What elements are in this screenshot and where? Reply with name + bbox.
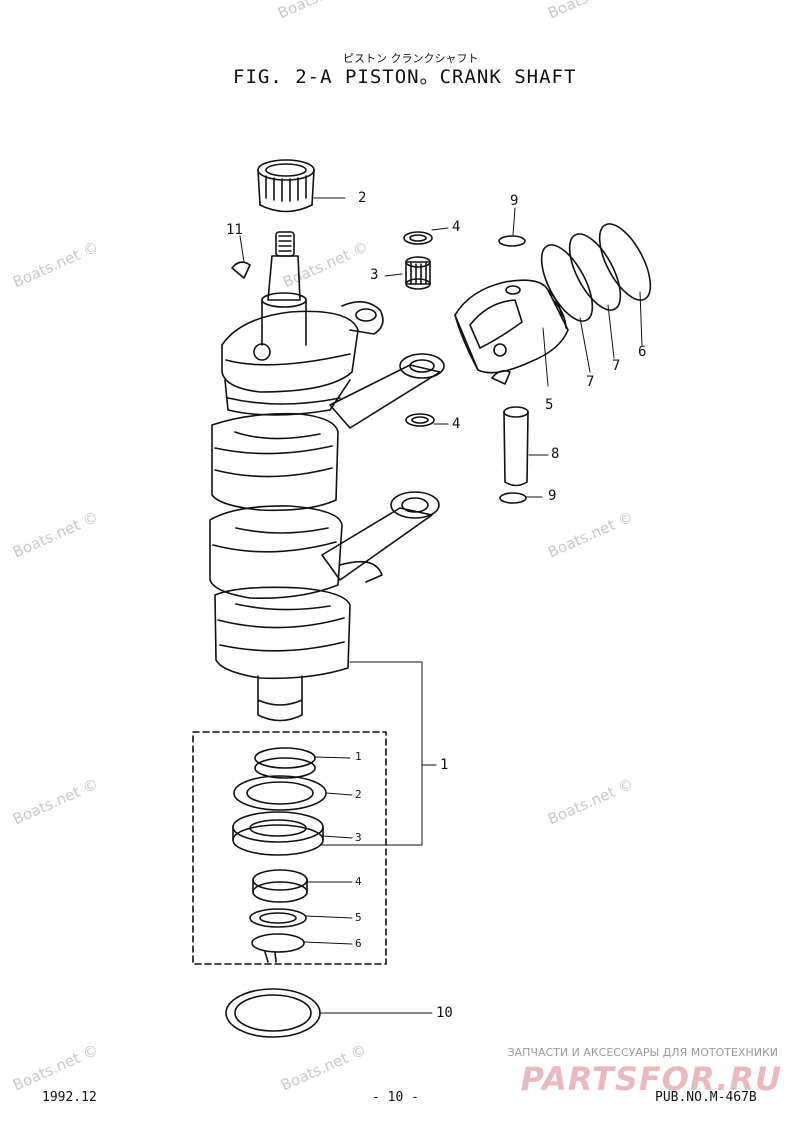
circlip xyxy=(500,493,526,503)
upper-connecting-rod xyxy=(330,302,444,428)
top-needle-bearing xyxy=(258,160,314,212)
oil-seal xyxy=(226,989,320,1037)
bearing-kit-parts xyxy=(233,748,326,962)
thrust-washer xyxy=(406,414,434,426)
bearing-kit-box xyxy=(193,732,386,964)
footer-page-number: - 10 - xyxy=(372,1090,419,1105)
callout-9: 9 xyxy=(510,193,519,209)
brand-tagline: ЗАПЧАСТИ И АКСЕССУАРЫ ДЛЯ МОТОТЕХНИКИ xyxy=(507,1046,778,1059)
callout-7: 7 xyxy=(586,374,595,390)
callout-2: 2 xyxy=(355,788,362,801)
callout-1-kit: 1 xyxy=(440,757,449,773)
callout-4: 4 xyxy=(452,219,461,235)
callout-10: 10 xyxy=(436,1005,453,1021)
callout-6: 6 xyxy=(638,344,647,360)
callout-1: 1 xyxy=(355,750,362,763)
piston-ring xyxy=(559,226,630,317)
small-end-needle-bearing xyxy=(406,257,430,289)
callout-5: 5 xyxy=(355,911,362,924)
callout-4: 4 xyxy=(355,875,362,888)
callout-7: 7 xyxy=(612,358,621,374)
callout-3: 3 xyxy=(370,267,379,283)
circlip xyxy=(499,236,525,246)
brand-logo: PARTSFOR.RU xyxy=(520,1060,782,1098)
thrust-washer xyxy=(404,232,432,244)
callout-4: 4 xyxy=(452,416,461,432)
callout-5: 5 xyxy=(545,397,554,413)
callout-11: 11 xyxy=(226,222,243,238)
crankshaft xyxy=(210,232,358,721)
japanese-title: ピストン クランクシャフト xyxy=(343,52,479,65)
footer-publication-number: PUB.NO.M-467B xyxy=(655,1090,757,1105)
callout-9: 9 xyxy=(548,488,557,504)
lower-connecting-rod xyxy=(322,492,439,582)
callout-3: 3 xyxy=(355,831,362,844)
piston xyxy=(455,280,568,384)
callout-6: 6 xyxy=(355,937,362,950)
piston-ring xyxy=(531,237,602,328)
figure-title: FIG. 2-A PISTON。CRANK SHAFT xyxy=(233,66,577,88)
callout-8: 8 xyxy=(551,446,560,462)
piston-ring xyxy=(589,216,660,307)
piston-pin xyxy=(504,407,528,486)
woodruff-key xyxy=(232,262,250,278)
footer-date: 1992.12 xyxy=(42,1090,97,1105)
callout-2: 2 xyxy=(358,190,367,206)
